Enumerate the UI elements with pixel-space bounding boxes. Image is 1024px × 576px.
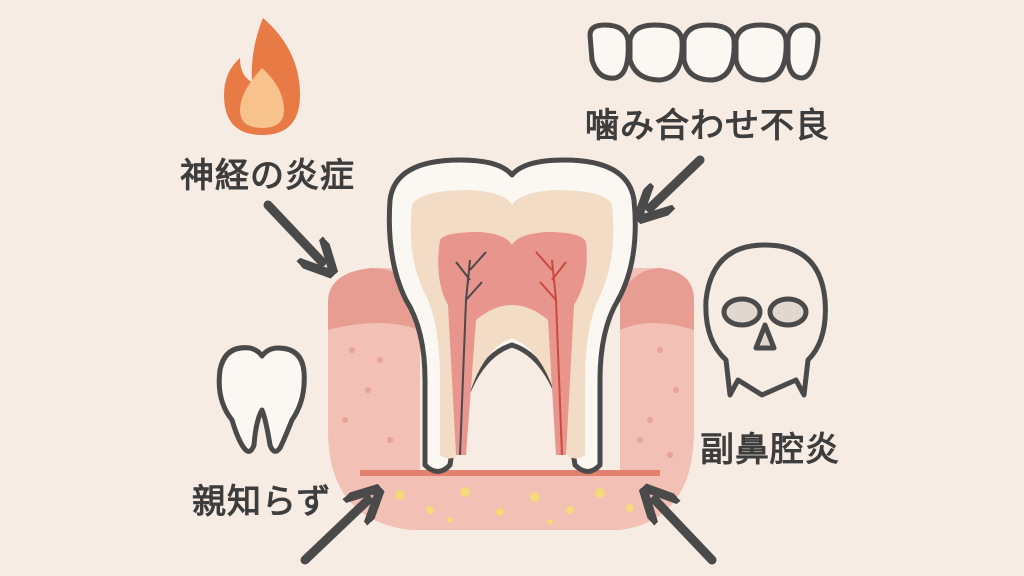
- gum-dots: [342, 347, 679, 458]
- arrow-wisdom: [300, 500, 368, 565]
- bone-dots: [395, 487, 634, 525]
- label-nerve-inflammation: 神経の炎症: [180, 156, 355, 196]
- tooth-icon: [216, 345, 307, 454]
- nerve-lines: [455, 251, 567, 456]
- tooth-pulp: [438, 232, 587, 455]
- skull-icon: [703, 242, 828, 398]
- molar-tooth: [386, 157, 638, 474]
- label-malocclusion: 噛み合わせ不良: [585, 106, 830, 146]
- arrow-sinus: [655, 500, 717, 565]
- tooth-dentin: [410, 190, 614, 459]
- arrow-bite: [650, 155, 705, 208]
- arrows: [263, 155, 717, 565]
- label-sinusitis: 副鼻腔炎: [700, 430, 840, 470]
- flame-icon: [224, 18, 300, 135]
- label-wisdom-tooth: 親知らず: [192, 482, 332, 522]
- teeth-row-icon: [587, 22, 821, 83]
- arrow-nerve: [263, 200, 322, 262]
